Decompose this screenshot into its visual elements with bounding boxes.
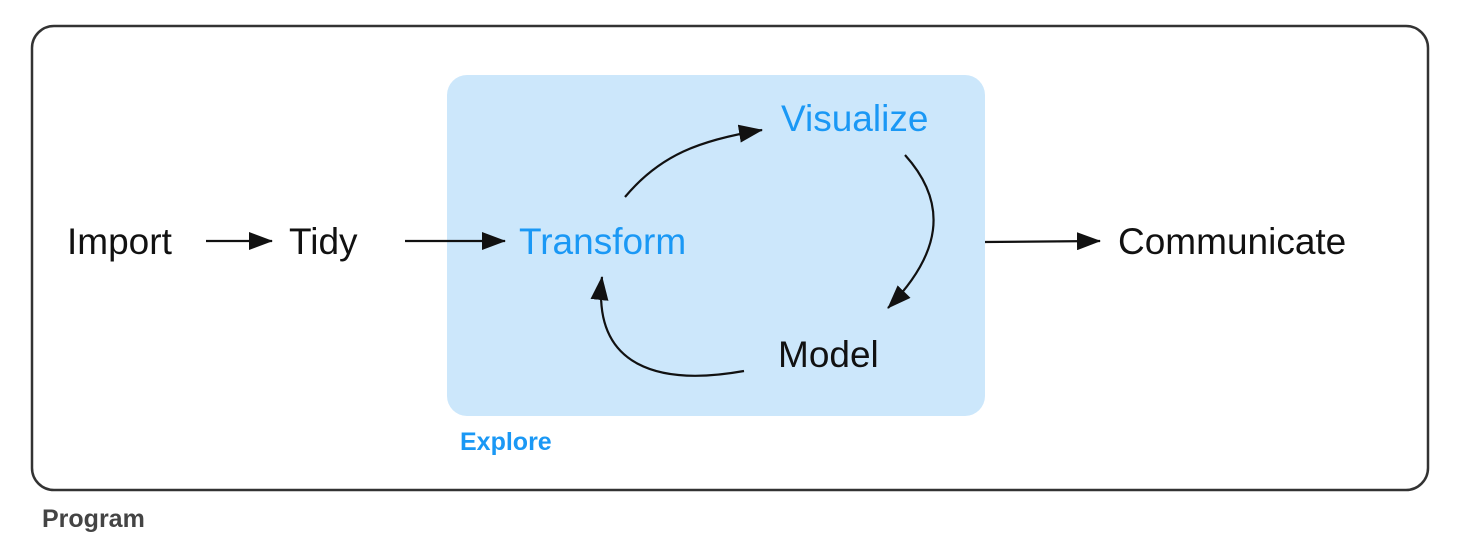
edge-model-to-transform	[590, 276, 745, 377]
node-visualize: Visualize	[781, 98, 928, 139]
node-transform: Transform	[519, 221, 686, 262]
edge-visualize-to-model	[887, 154, 935, 309]
program-group-label: Program	[42, 505, 145, 533]
explore-group-box	[447, 75, 985, 416]
node-tidy: Tidy	[289, 221, 358, 262]
node-communicate: Communicate	[1118, 221, 1346, 262]
node-import: Import	[67, 221, 173, 262]
program-group-box	[30, 24, 1430, 492]
edge-explore-to-communicate	[984, 232, 1101, 251]
explore-group-label: Explore	[460, 428, 552, 456]
node-model: Model	[778, 334, 879, 375]
edge-transform-to-visualize	[624, 124, 763, 198]
